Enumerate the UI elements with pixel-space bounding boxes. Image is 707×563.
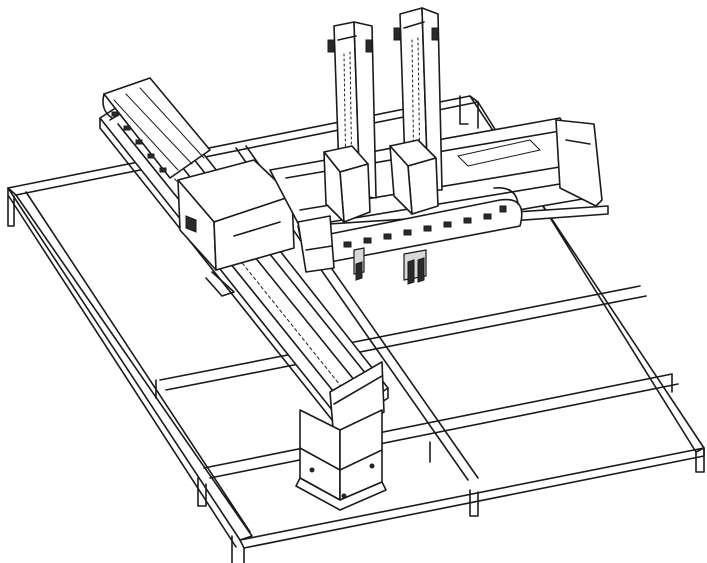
x-carriage-housing	[177, 159, 295, 297]
z-axis-column-left	[323, 21, 377, 281]
beam-support-pedestal	[295, 409, 387, 511]
cable-chain-x	[297, 187, 523, 273]
z-axis-column-right	[389, 7, 443, 285]
cable-chain-y	[102, 77, 211, 179]
